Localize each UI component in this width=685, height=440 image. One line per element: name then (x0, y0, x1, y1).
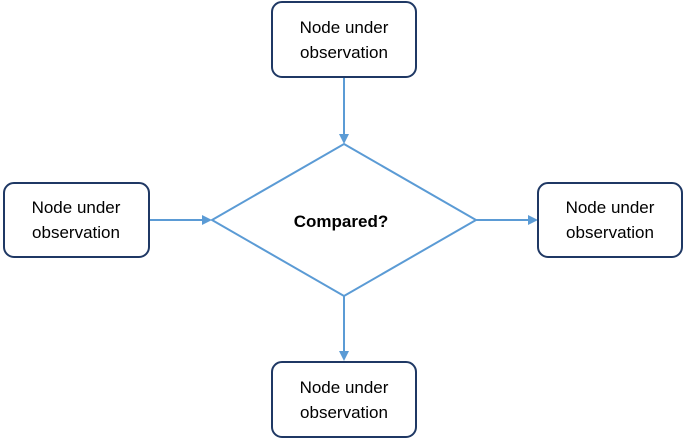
node-bottom-box (271, 361, 417, 438)
arrowhead-bottom (339, 351, 349, 361)
decision: Compared? (209, 142, 479, 298)
decision-label: Compared? (294, 212, 388, 231)
node-bottom: Node under observation (271, 361, 417, 438)
node-top: Node under observation (271, 1, 417, 78)
node-bottom-line2: observation (300, 403, 388, 422)
arrowhead-top (339, 134, 349, 144)
node-left: Node under observation (3, 182, 150, 258)
node-top-box (271, 1, 417, 78)
node-top-line2: observation (300, 43, 388, 62)
node-left-line1: Node under (32, 198, 121, 217)
connectors (149, 77, 538, 361)
decision-diamond (209, 142, 479, 298)
node-right: Node under observation (537, 182, 683, 258)
node-right-line1: Node under (566, 198, 655, 217)
node-left-line2: observation (32, 223, 120, 242)
arrowhead-left (202, 215, 212, 225)
node-left-box (3, 182, 150, 258)
node-top-line1: Node under (300, 18, 389, 37)
node-bottom-line1: Node under (300, 378, 389, 397)
node-right-box (537, 182, 683, 258)
arrowhead-right (528, 215, 538, 225)
node-right-line2: observation (566, 223, 654, 242)
